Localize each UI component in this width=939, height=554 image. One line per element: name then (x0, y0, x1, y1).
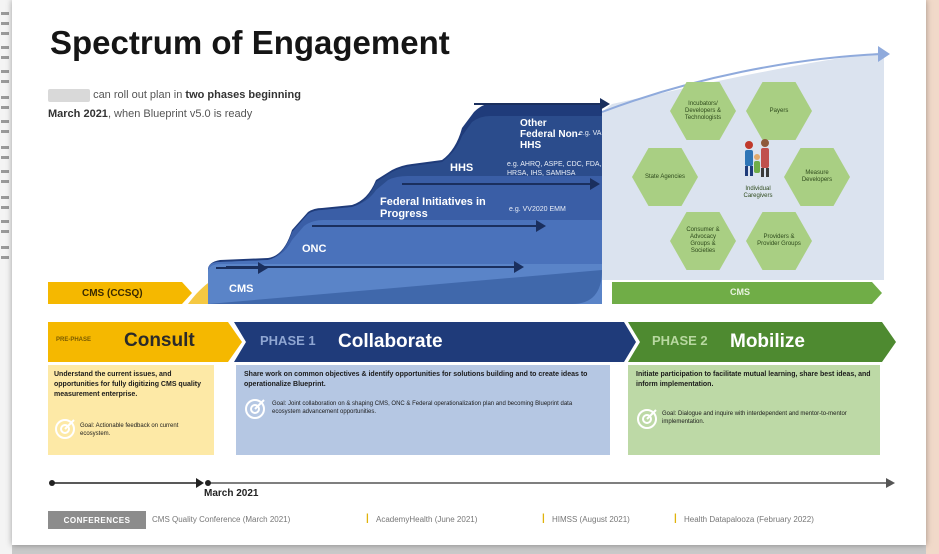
federal-note: e.g. VV2020 EMM (509, 206, 566, 213)
collaborate-goal: Goal: Joint collaboration on & shaping C… (272, 401, 573, 415)
growth-curve (601, 53, 883, 113)
hex-payers: Payers (746, 82, 812, 140)
federal-stair-label: Federal Initiatives in Progress (380, 196, 486, 220)
mobilize-chevron (628, 322, 896, 362)
arrowhead-onc (514, 261, 524, 273)
stair-bottom (208, 270, 602, 304)
growth-curve-arrowhead (878, 46, 890, 62)
collaborate-description: Share work on common objectives & identi… (244, 371, 588, 388)
center-caregivers-label: Individual Caregivers (743, 186, 773, 199)
conference-separator: | (366, 513, 369, 524)
consult-chevron (48, 322, 242, 362)
conference-separator: | (674, 513, 677, 524)
background-right-strip (926, 0, 939, 554)
arrowhead-federal (536, 220, 546, 232)
cms-ccsq-label: CMS (CCSQ) (82, 288, 143, 299)
collaborate-prefix: PHASE 1 (260, 333, 316, 348)
cms-ccsq-bar (48, 282, 192, 304)
timeline-main-arrowhead (886, 478, 895, 488)
arrowhead-hhs (590, 178, 600, 190)
consult-box (48, 365, 214, 455)
timeline-march-label: March 2021 (204, 488, 259, 499)
mobilize-goal: Goal: Dialogue and inquire with interdep… (662, 411, 847, 425)
conference-item: AcademyHealth (June 2021) (376, 515, 478, 524)
hex-consumer-groups: Consumer & Advocacy Groups & Societies (670, 212, 736, 270)
hhs-note: e.g. AHRQ, ASPE, CDC, FDA, HRSA, IHS, SA… (507, 161, 602, 177)
conference-item: Health Datapalooza (February 2022) (684, 515, 814, 524)
slide-subtitle: can roll out plan in two phases beginnin… (48, 88, 301, 120)
other-federal-note: e.g. VA (579, 130, 602, 137)
collaborate-chevron (234, 322, 636, 362)
slide-title: Spectrum of Engagement (50, 24, 450, 61)
conference-item: CMS Quality Conference (March 2021) (152, 515, 291, 524)
green-cms-bar (612, 282, 882, 304)
redacted-name (48, 88, 90, 102)
arrowhead-cms (258, 262, 268, 274)
timeline-march-dot (205, 480, 211, 486)
family-icon (745, 139, 769, 177)
consult-goal: Goal: Actionable feedback on current eco… (80, 423, 179, 437)
hex-providers: Providers & Provider Groups (746, 212, 812, 270)
mobilize-title: Mobilize (730, 331, 805, 352)
background-document-strip (0, 0, 12, 554)
target-icon (637, 409, 657, 429)
green-cms-label: CMS (730, 287, 750, 297)
consult-description: Understand the current issues, and oppor… (54, 371, 201, 398)
onc-stair-label: ONC (302, 243, 327, 255)
conferences-badge: CONFERENCES (48, 511, 146, 529)
center-caregivers: Individual Caregivers (735, 137, 781, 199)
timeline-pre-arrowhead (196, 478, 204, 488)
stakeholder-hex-cluster: Incubators/ Developers & Technologists P… (608, 62, 908, 282)
collaborate-box (236, 365, 610, 455)
target-icon (55, 419, 75, 439)
arrowhead-other-federal (600, 98, 610, 110)
target-icon (245, 399, 265, 419)
slide: Spectrum of Engagement can roll out plan… (12, 0, 926, 545)
cms-stair-label: CMS (229, 283, 254, 295)
hhs-stair-label: HHS (450, 162, 474, 174)
hex-incubators: Incubators/ Developers & Technologists (670, 82, 736, 140)
consult-prefix: PRE-PHASE (56, 337, 92, 343)
hex-measure-developers: Measure Developers (784, 148, 850, 206)
other-federal-label: Other Federal Non-HHS (520, 118, 582, 151)
conference-item: HIMSS (August 2021) (552, 515, 630, 524)
timeline-start-dot (49, 480, 55, 486)
hex-state-agencies: State Agencies (632, 148, 698, 206)
mobilize-prefix: PHASE 2 (652, 333, 708, 348)
collaborate-title: Collaborate (338, 331, 443, 352)
consult-title: Consult (124, 330, 195, 351)
mobilize-box (628, 365, 880, 455)
mobilize-description: Initiate participation to facilitate mut… (636, 371, 871, 388)
spectrum-diagram (48, 46, 896, 488)
conference-separator: | (542, 513, 545, 524)
